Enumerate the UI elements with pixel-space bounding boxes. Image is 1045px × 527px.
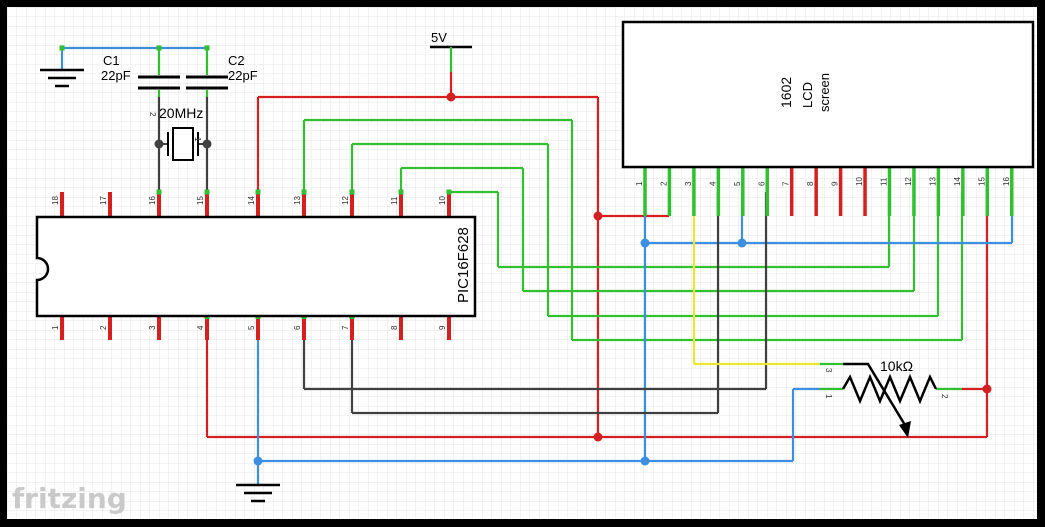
pin-endpoint (255, 189, 261, 195)
lcd-pin-number: 3 (684, 181, 693, 186)
ground-symbol-bottom (236, 483, 280, 503)
mcu-pin-number: 7 (341, 325, 350, 330)
lcd-pin-number: 12 (904, 177, 913, 186)
lcd-pin-number: 14 (953, 177, 962, 186)
crystal-pin-label: 2 (148, 112, 157, 117)
crystal-value: 20MHz (159, 105, 203, 121)
mcu-pin-number: 12 (341, 196, 350, 205)
c1-name: C1 (103, 53, 120, 68)
pin-endpoint (301, 189, 307, 195)
pin-endpoint (446, 189, 452, 195)
cap-endpoints (59, 45, 210, 51)
lcd-pin-number: 6 (757, 181, 766, 186)
lcd-module: VSS1VDD2V03RS4R/W5E6DB07DB18DB29DB310DB4… (621, 20, 1035, 216)
wire-contrast-net (692, 192, 820, 366)
lcd-pin-number: 15 (977, 177, 986, 186)
lcd-pin-number: 11 (880, 177, 889, 186)
lcd-pin-number: 5 (733, 181, 742, 186)
mcu-pin-number: 3 (148, 325, 157, 330)
lcd-line1: LCD (800, 82, 815, 108)
mcu-pin-number: 17 (99, 196, 108, 205)
mcu-pin-number: 15 (196, 196, 205, 205)
mcu-pin-number: 1 (51, 325, 60, 330)
c2-name: C2 (228, 53, 245, 68)
lcd-pin-number: 10 (855, 177, 864, 186)
mcu-pin-number: 16 (148, 196, 157, 205)
pot-pin-label: 2 (940, 394, 949, 399)
pin-endpoint (349, 189, 355, 195)
lcd-pin-number: 8 (806, 181, 815, 186)
mcu-pin-number: 4 (196, 325, 205, 330)
mcu-pin-number: 14 (247, 196, 256, 205)
pot-pin-label: 1 (824, 394, 833, 399)
wire-control-net (302, 192, 768, 415)
lcd-pin-number: 7 (782, 181, 791, 186)
lcd-pin-number: 1 (635, 181, 644, 186)
mcu-pin-number: 11 (390, 196, 399, 205)
mcu-pin-number: 10 (438, 196, 447, 205)
mcu-pin-number: 2 (99, 325, 108, 330)
capacitor-c1: C1 22pF (101, 48, 180, 97)
lcd-pin-number: 9 (831, 181, 840, 186)
lcd-pin-number: 2 (659, 181, 668, 186)
supply-label: 5V (431, 30, 447, 45)
crystal-pin-label: 1 (193, 137, 202, 142)
pin-endpoint (204, 189, 210, 195)
pin-endpoint (398, 189, 404, 195)
capacitor-c2: C2 22pF (186, 48, 258, 97)
ground-symbol-top (40, 68, 84, 88)
lcd-pin-number: 16 (1002, 177, 1011, 186)
mcu-name: PIC16F628 (455, 227, 472, 303)
mcu-pin-number: 9 (438, 325, 447, 330)
pin-endpoint (156, 189, 162, 195)
fritzing-watermark: fritzing (12, 482, 127, 515)
crystal: 20MHz 2 1 (148, 105, 207, 161)
supply-5v: 5V (430, 30, 472, 72)
mcu-pin-number: 6 (293, 325, 302, 330)
c1-value: 22pF (101, 68, 131, 83)
pot-value: 10kΩ (880, 358, 913, 374)
mcu-pin-number: 5 (247, 325, 256, 330)
lcd-name: 1602 (778, 77, 794, 108)
lcd-pin-number: 4 (708, 181, 717, 186)
mcu-pin-number: 8 (390, 325, 399, 330)
pot-pin-label: 3 (824, 368, 833, 373)
mcu-pin-number: 18 (51, 196, 60, 205)
mcu-pin-number: 13 (293, 196, 302, 205)
lcd-line2: screen (817, 73, 832, 112)
lcd-pin-number: 13 (928, 177, 937, 186)
potentiometer: 10kΩ 1 2 3 (820, 358, 962, 438)
c2-value: 22pF (228, 68, 258, 83)
